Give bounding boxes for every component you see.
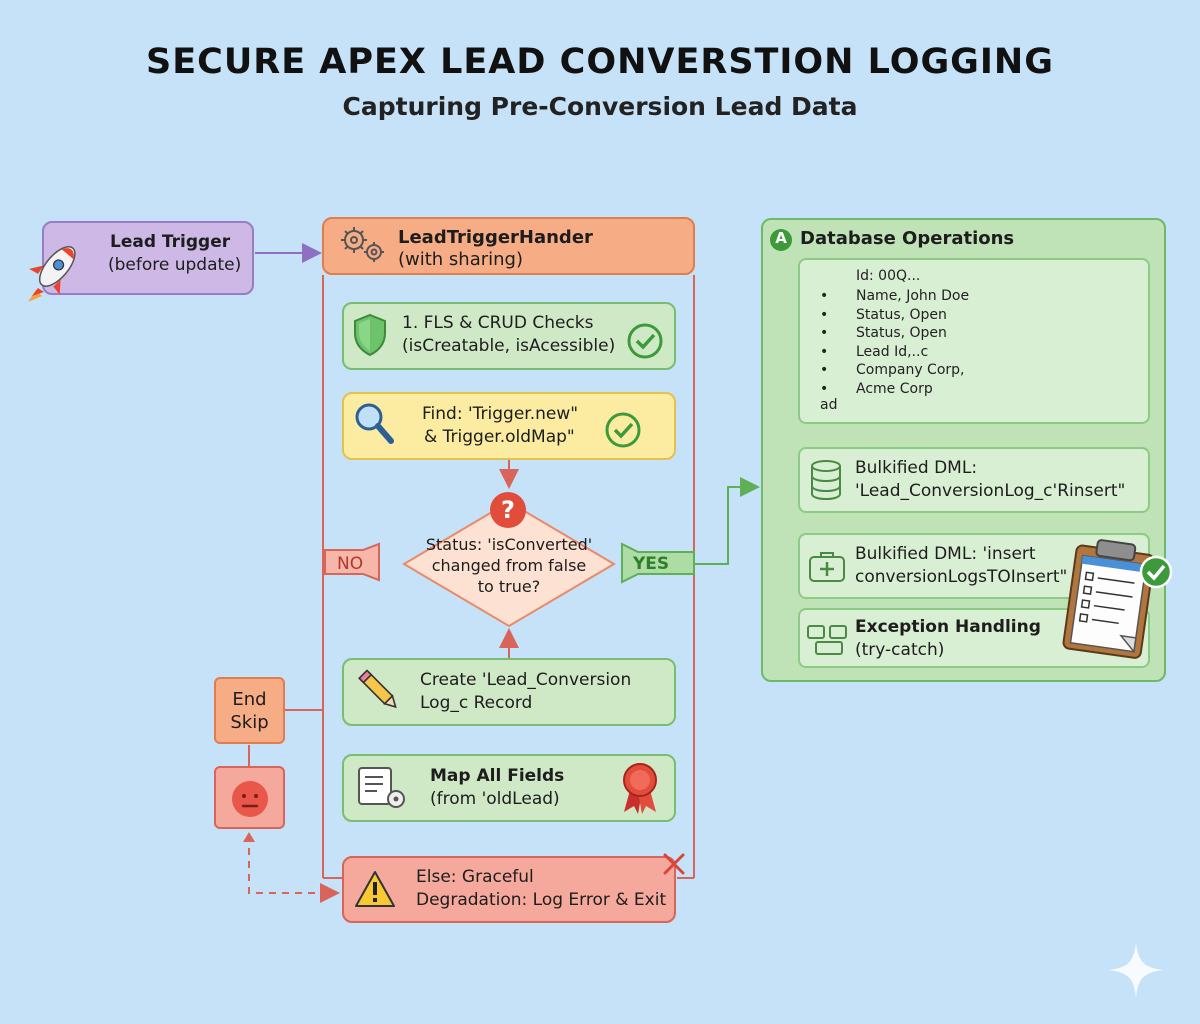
rocket-icon	[28, 246, 76, 302]
fls-line2: (isCreatable, isAcessible)	[402, 336, 616, 356]
dml2-line2: conversionLogsTOInsert"	[855, 567, 1068, 587]
find-line1: Find: 'Trigger.new"	[422, 404, 579, 424]
create-line2: Log_c Record	[420, 693, 533, 713]
decision-text: Status: 'isConverted' changed from false…	[402, 534, 616, 597]
yes-label: YES	[633, 554, 670, 574]
database-title: Database Operations	[800, 228, 1015, 249]
decision-line3: to true?	[477, 577, 541, 596]
find-trigger-box: Find: 'Trigger.new" & Trigger.oldMap"	[342, 392, 676, 460]
decision-diamond	[402, 500, 616, 628]
warning-icon	[355, 871, 395, 907]
record-field: Acme Corp	[800, 380, 1140, 399]
fls-crud-check-box: 1. FLS & CRUD Checks (isCreatable, isAce…	[342, 302, 676, 370]
medkit-icon	[809, 552, 845, 582]
record-field: Name, John Doe	[800, 287, 1140, 306]
dml1-line2: 'Lead_ConversionLog_c'Rinsert"	[855, 481, 1126, 501]
yes-tag-shape	[621, 542, 695, 584]
dml2-line1: Bulkified DML: 'insert	[855, 544, 1036, 564]
clipboard-icon	[1062, 539, 1173, 659]
lead-trigger-title: Lead Trigger	[110, 232, 231, 252]
shield-icon	[354, 313, 386, 357]
record-field-list: Name, John Doe Status, Open Status, Open…	[800, 287, 1140, 398]
handler-header-box: LeadTriggerHander (with sharing)	[322, 217, 695, 275]
decision-line1: Status: 'isConverted'	[425, 535, 593, 554]
end-label: End	[232, 689, 267, 710]
magnifier-icon	[355, 403, 394, 444]
question-icon: ?	[490, 492, 526, 528]
create-line1: Create 'Lead_Conversion	[420, 670, 632, 690]
record-field: Lead Id,..c	[800, 343, 1140, 362]
record-tail: ad	[820, 397, 838, 413]
page-title: SECURE APEX LEAD CONVERSTION LOGGING	[146, 42, 1054, 82]
else-degradation-box: Else: Graceful Degradation: Log Error & …	[342, 856, 676, 923]
fls-line1: 1. FLS & CRUD Checks	[402, 313, 594, 333]
create-record-box: Create 'Lead_Conversion Log_c Record	[342, 658, 676, 726]
page-subtitle: Capturing Pre-Conversion Lead Data	[342, 92, 858, 121]
handler-subtitle: (with sharing)	[398, 249, 524, 270]
end-skip-box: End Skip	[214, 677, 285, 744]
sparkle-icon	[1108, 942, 1164, 998]
ribbon-icon	[623, 763, 657, 814]
close-icon	[663, 853, 685, 875]
check-icon	[605, 412, 641, 448]
map-line1: Map All Fields	[430, 766, 565, 786]
form-gear-icon	[358, 767, 405, 808]
pencil-icon	[358, 669, 397, 709]
record-field: Company Corp,	[800, 361, 1140, 380]
no-label: NO	[337, 554, 364, 574]
exception-line2: (try-catch)	[855, 640, 945, 660]
dml1-line1: Bulkified DML:	[855, 458, 978, 478]
map-line2: (from 'oldLead)	[430, 789, 560, 809]
handler-title: LeadTriggerHander	[398, 227, 593, 248]
database-badge-icon	[770, 229, 792, 251]
find-line2: & Trigger.oldMap"	[424, 427, 575, 447]
exception-line1: Exception Handling	[855, 617, 1041, 637]
lead-trigger-box: Lead Trigger (before update)	[42, 221, 254, 295]
skip-label: Skip	[230, 712, 269, 733]
record-field: Status, Open	[800, 306, 1140, 325]
bulk-dml-insert-box: Bulkified DML: 'Lead_ConversionLog_c'Rin…	[798, 447, 1150, 513]
sad-face-icon	[232, 781, 268, 817]
else-line1: Else: Graceful	[416, 867, 534, 887]
database-icon	[811, 460, 841, 501]
record-id: Id: 00Q...	[856, 268, 921, 284]
sad-face-box	[214, 766, 285, 829]
try-catch-icon	[807, 625, 847, 655]
else-line2: Degradation: Log Error & Exit	[416, 890, 667, 910]
svg-text:?: ?	[501, 496, 515, 524]
database-badge-letter: A	[775, 229, 787, 247]
decision-line2: changed from false	[431, 556, 587, 575]
no-tag-shape	[324, 542, 380, 582]
map-fields-box: Map All Fields (from 'oldLead)	[342, 754, 676, 822]
lead-record-card: Id: 00Q... Name, John Doe Status, Open S…	[798, 258, 1150, 424]
record-field: Status, Open	[800, 324, 1140, 343]
gears-icon	[341, 227, 384, 262]
lead-trigger-subtitle: (before update)	[108, 255, 242, 275]
check-icon	[627, 323, 663, 359]
